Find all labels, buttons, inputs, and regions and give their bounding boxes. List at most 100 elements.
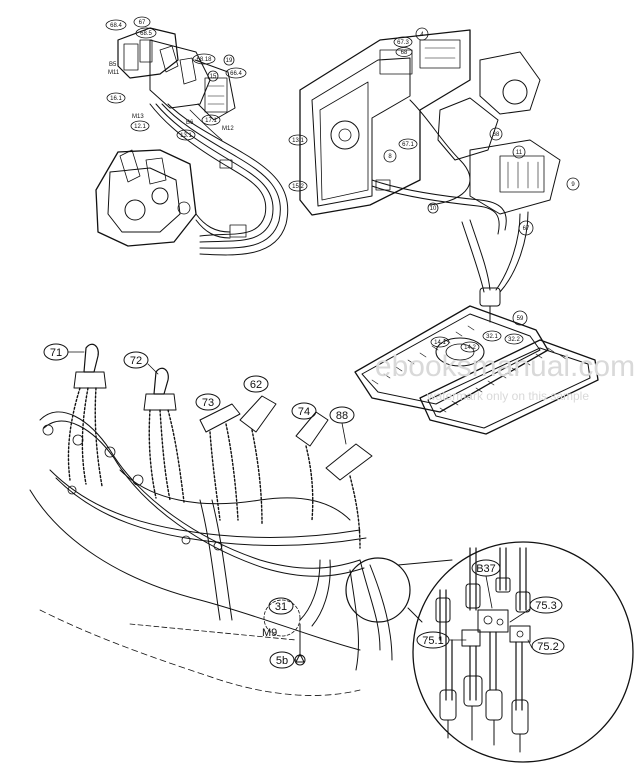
svg-text:75.1: 75.1 [422, 635, 443, 647]
top-left-valve-assembly [95, 27, 289, 256]
svg-text:68: 68 [493, 132, 500, 138]
bottom-controls-assembly [29, 343, 411, 696]
svg-text:68.18: 68.18 [196, 57, 212, 63]
svg-text:5b: 5b [276, 655, 288, 667]
callout-32-1: 32.1 [482, 330, 502, 342]
label-m12: M12 [222, 126, 234, 132]
svg-text:66.4: 66.4 [230, 71, 242, 77]
callout-12-1: 12.1 [130, 120, 150, 132]
svg-text:9: 9 [571, 182, 575, 188]
callout-68-5: 68.5 [135, 27, 157, 39]
callout-19: 19 [223, 54, 235, 66]
crawler-undercarriage [354, 305, 599, 435]
svg-text:62: 62 [250, 379, 262, 391]
callout-16-1: 16.1 [106, 92, 126, 104]
callout-b37: B37 [471, 559, 501, 609]
svg-text:88: 88 [336, 410, 348, 422]
svg-text:B37: B37 [476, 563, 496, 575]
callout-68-18: 68.18 [192, 53, 216, 65]
svg-text:74: 74 [298, 406, 310, 418]
callout-66-4: 66.4 [225, 67, 247, 79]
callout-4: 4 [415, 27, 429, 41]
callout-59: 59 [512, 310, 528, 326]
callout-75-3: 75.3 [509, 596, 563, 623]
svg-text:16.1: 16.1 [110, 96, 122, 102]
callout-75-2: 75.2 [527, 637, 565, 655]
svg-text:67: 67 [139, 20, 146, 26]
label-b6: B6 [186, 120, 194, 126]
svg-text:67: 67 [523, 226, 530, 232]
bottom-callouts: 71 72 73 62 74 88 31 M9 [43, 343, 355, 669]
svg-text:75.2: 75.2 [537, 641, 558, 653]
callout-9: 9 [566, 177, 580, 191]
callout-32-2: 32.2 [504, 333, 524, 345]
svg-text:59: 59 [517, 316, 524, 322]
svg-text:15.2: 15.2 [292, 184, 304, 190]
svg-text:31: 31 [275, 601, 287, 613]
svg-text:67.3: 67.3 [397, 40, 409, 46]
callout-74: 74 [291, 402, 317, 420]
callout-15: 15 [207, 70, 219, 82]
callout-67-3: 67.3 [393, 36, 413, 48]
callout-68-4: 68.4 [105, 19, 127, 31]
callout-13-1-r: 13.1 [288, 134, 308, 146]
label-m13: M13 [132, 114, 144, 120]
svg-text:11: 11 [516, 150, 523, 156]
top-right-cab-assembly [299, 29, 561, 323]
svg-text:68.4: 68.4 [110, 23, 122, 29]
callout-62: 62 [243, 375, 269, 393]
callout-67: 67 [133, 16, 151, 28]
callout-8: 8 [383, 149, 397, 163]
svg-text:32.1: 32.1 [486, 334, 498, 340]
callout-17-1: 17.1 [201, 114, 221, 126]
svg-text:67.1: 67.1 [402, 142, 414, 148]
callout-10: 10 [427, 202, 439, 214]
svg-text:14.1: 14.1 [434, 340, 446, 346]
svg-text:14.2: 14.2 [464, 345, 476, 351]
callout-14-2: 14.2 [460, 341, 480, 353]
svg-text:13.1: 13.1 [292, 138, 304, 144]
callout-73: 73 [195, 393, 221, 411]
svg-text:72: 72 [130, 355, 142, 367]
svg-text:15: 15 [210, 74, 217, 80]
callout-31: 31 [268, 597, 294, 615]
svg-text:19: 19 [226, 58, 233, 64]
svg-text:M9: M9 [262, 627, 277, 639]
callout-72: 72 [123, 351, 159, 375]
callout-67-r: 67 [518, 220, 534, 236]
svg-text:32.2: 32.2 [508, 337, 520, 343]
callout-11: 11 [512, 145, 526, 159]
callout-14-1: 14.1 [430, 336, 450, 348]
svg-text:68.5: 68.5 [140, 31, 152, 37]
callout-68-a: 68 [395, 47, 413, 57]
callout-68-b: 68 [489, 127, 503, 141]
top-right-callouts: 13.1 15.2 67.3 68 67.1 8 4 68 [288, 27, 580, 353]
svg-text:75.3: 75.3 [535, 600, 556, 612]
svg-text:71: 71 [50, 347, 62, 359]
callout-13-1: 13.1 [176, 129, 196, 141]
top-left-callouts: 68.4 68.5 67 68.18 66.4 M11 M13 16.1 12.… [105, 16, 247, 141]
callout-67-1: 67.1 [398, 138, 418, 150]
svg-text:10: 10 [430, 206, 437, 212]
callout-71: 71 [43, 343, 85, 361]
svg-text:13.1: 13.1 [180, 133, 192, 139]
svg-text:73: 73 [202, 397, 214, 409]
watermark-main-text: ebooksmanual.com [375, 350, 635, 383]
svg-text:8: 8 [388, 154, 392, 160]
callout-75-1: 75.1 [416, 631, 467, 649]
watermark-sub-text: watermark only on this sample [426, 389, 589, 403]
watermark: ebooksmanual.com watermark only on this … [375, 350, 635, 403]
label-m11: M11 [108, 70, 120, 76]
label-m9: M9 [262, 627, 277, 639]
svg-text:4: 4 [420, 32, 424, 38]
callout-15-2: 15.2 [288, 180, 308, 192]
label-b5: B5 [109, 62, 117, 68]
svg-text:17.1: 17.1 [205, 118, 217, 124]
callout-5b: 5b [269, 651, 297, 669]
connector-detail-view [397, 541, 634, 763]
svg-text:12.1: 12.1 [134, 124, 146, 130]
callout-88: 88 [329, 406, 355, 445]
detail-callouts: B37 75.3 75.1 75.2 [416, 559, 565, 655]
svg-text:68: 68 [401, 50, 408, 56]
